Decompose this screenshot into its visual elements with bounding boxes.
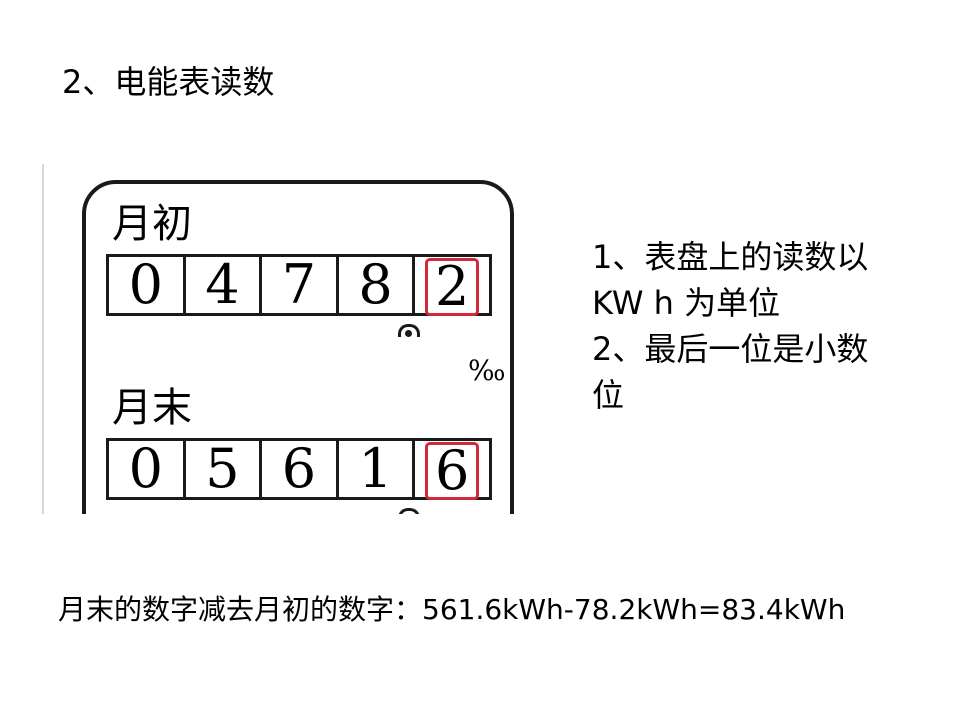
end-digit-3: 6 <box>262 441 339 497</box>
start-reading-row: 0 4 7 8 2 <box>106 254 492 316</box>
slide-title: 2、电能表读数 <box>62 63 275 101</box>
calculation-formula: 月末的数字减去月初的数字：561.6kWh-78.2kWh=83.4kWh <box>58 593 846 626</box>
start-digit-4: 8 <box>339 257 416 313</box>
decimal-point-marker <box>398 324 420 337</box>
start-digit-2: 4 <box>186 257 263 313</box>
end-digit-4: 1 <box>339 441 416 497</box>
start-digit-1: 0 <box>109 257 186 313</box>
start-of-month-label: 月初 <box>112 201 192 247</box>
figure-edge-line <box>42 164 44 514</box>
start-decimal-digit: 2 <box>415 257 489 316</box>
end-digit-2: 5 <box>186 441 263 497</box>
meter-figure: 月初 0 4 7 8 2 ‰ 月末 0 5 6 1 6 <box>42 164 570 514</box>
note-line: 2、最后一位是小数 <box>592 330 869 368</box>
note-line: 位 <box>592 376 625 414</box>
note-line: 1、表盘上的读数以 <box>592 238 869 276</box>
explanation-notes: 1、表盘上的读数以 KW h 为单位 2、最后一位是小数 位 <box>592 234 922 418</box>
unit-mark: ‰ <box>468 354 506 387</box>
start-digit-3: 7 <box>262 257 339 313</box>
end-of-month-label: 月末 <box>112 385 192 431</box>
end-decimal-digit: 6 <box>415 441 489 500</box>
meter-body <box>82 180 514 514</box>
end-reading-row: 0 5 6 1 6 <box>106 438 492 500</box>
end-digit-1: 0 <box>109 441 186 497</box>
note-line: KW h 为单位 <box>592 284 781 322</box>
